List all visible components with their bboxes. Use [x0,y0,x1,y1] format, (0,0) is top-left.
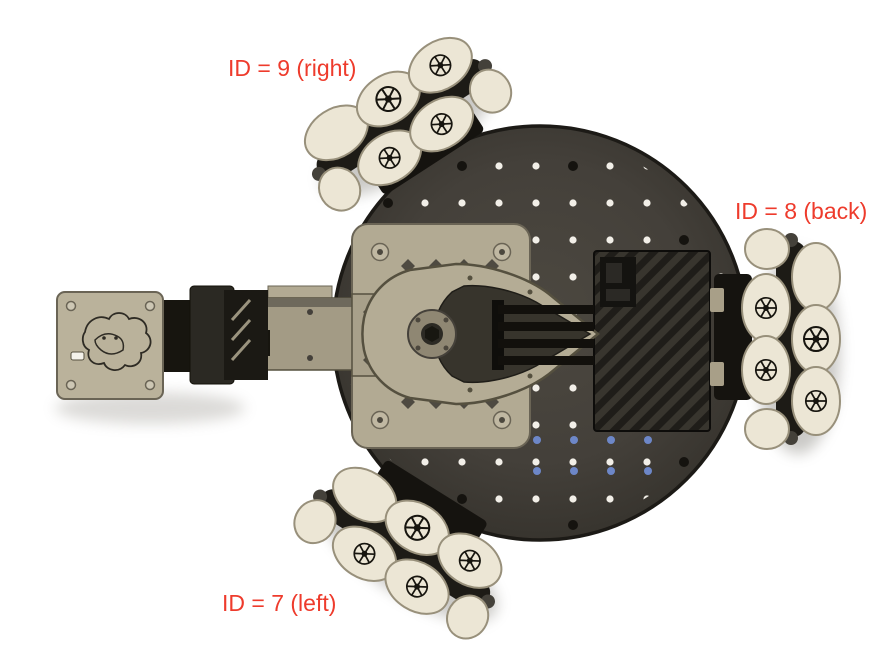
blue-hole-dots [533,436,652,475]
arm-end-plate [56,291,164,400]
end-plate-slot [70,351,85,361]
mount-plate-screws [370,242,512,430]
robot-arm [56,262,600,406]
bull-logo [81,312,152,371]
wheel-id-label-7: ID = 7 (left) [222,590,337,616]
vent-module [593,250,711,432]
omni-wheel-8-back [742,229,840,449]
wheel-id-label-8: ID = 8 (back) [735,198,868,224]
arm-servo-block [224,290,268,380]
gripper [492,300,594,370]
arm-joint [407,309,457,359]
wheel-id-label-9: ID = 9 (right) [228,55,357,81]
